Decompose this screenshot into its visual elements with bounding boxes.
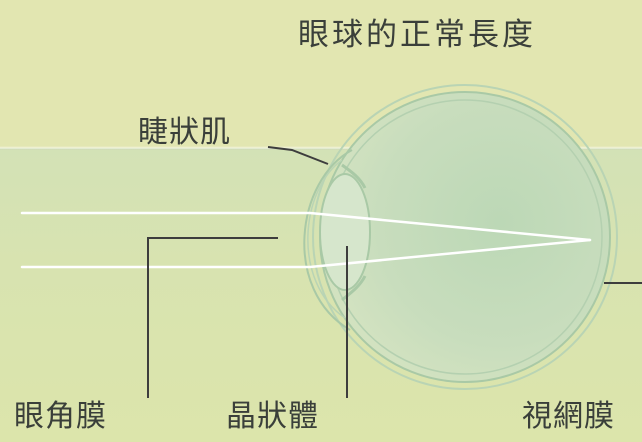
paper-fold-line [0, 146, 642, 150]
light-ray-bottom [20, 238, 592, 269]
cornea-shape [303, 149, 353, 331]
eyeball-outer-layer [312, 84, 618, 390]
ciliary-body-shape [341, 163, 367, 189]
label-cornea: 眼角膜 [14, 399, 107, 434]
light-ray-top [20, 211, 592, 242]
label-retina: 視網膜 [522, 399, 615, 434]
lens-shape [319, 173, 371, 291]
diagram-title: 眼球的正常長度 [298, 17, 536, 53]
ciliary-leader-line [267, 146, 329, 165]
label-lens: 晶狀體 [226, 399, 319, 434]
label-ciliary-muscle: 睫狀肌 [138, 115, 231, 150]
cornea-leader-line [147, 237, 278, 398]
